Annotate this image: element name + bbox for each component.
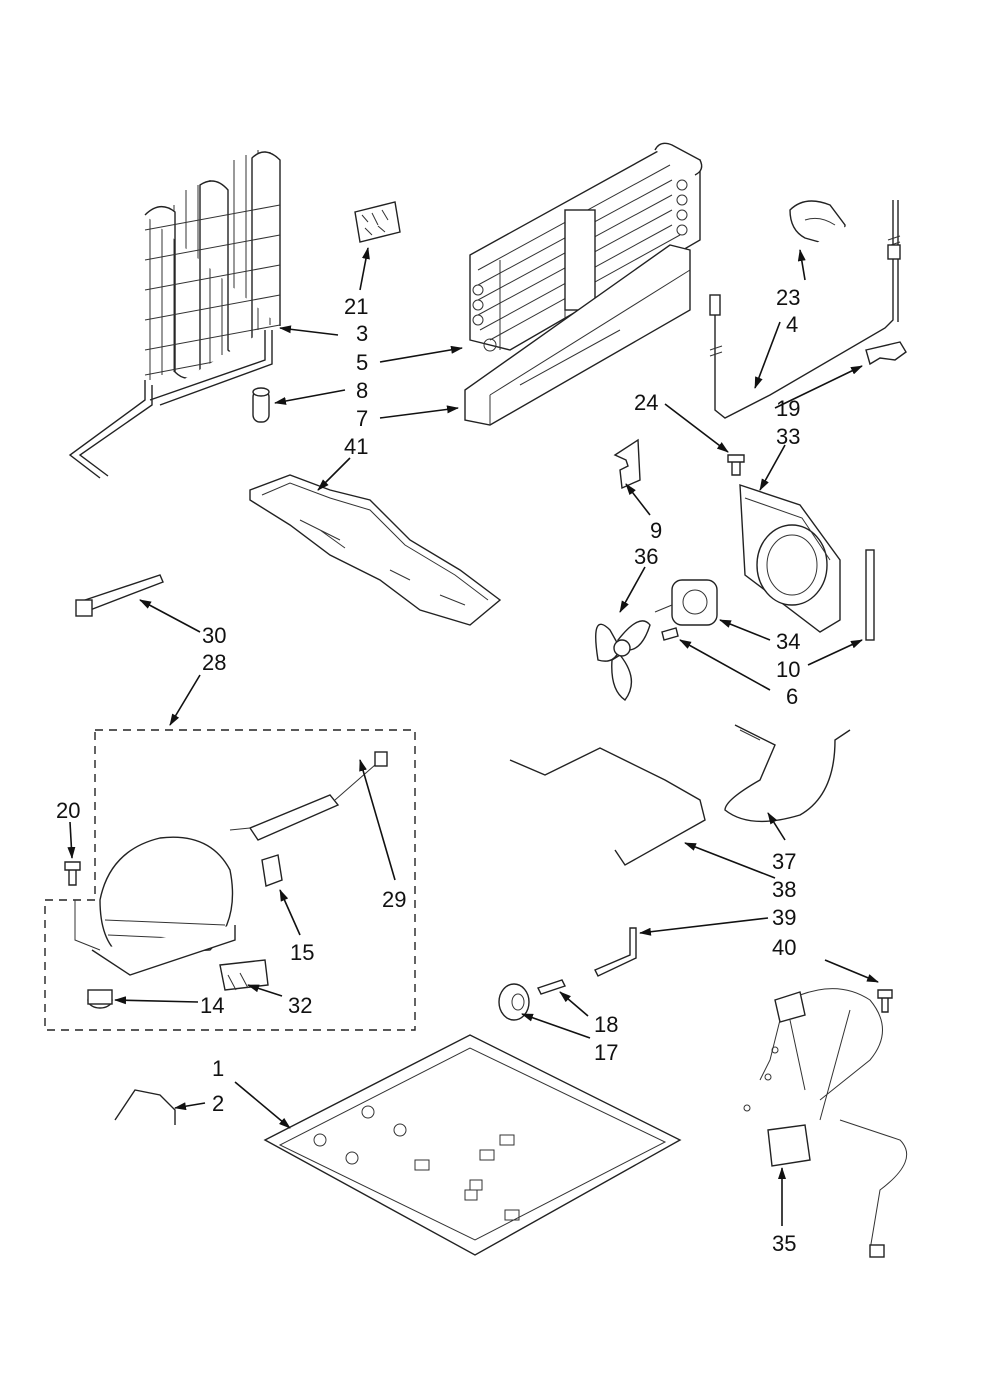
bracket [865,341,907,366]
thermostat [789,200,846,246]
connector-tube [594,927,637,977]
label-1: 1 [212,1056,224,1081]
label-28: 28 [202,650,226,675]
label-35: 35 [772,1231,796,1256]
label-23: 23 [776,285,800,310]
relay [261,854,283,887]
label-20: 20 [56,798,80,823]
label-7: 7 [356,406,368,431]
harness-screw [877,989,893,1013]
label-18: 18 [594,1012,618,1037]
motor-screw [661,627,679,641]
label-24: 24 [634,390,658,415]
label-37: 37 [772,849,796,874]
leader-lines [67,247,879,1226]
label-38: 38 [772,877,796,902]
label-3: 3 [356,321,368,346]
label-4: 4 [786,312,798,337]
fan-blade [595,620,651,701]
label-15: 15 [290,940,314,965]
label-33: 33 [776,424,800,449]
grommet [87,989,113,1009]
label-5: 5 [356,350,368,375]
part-labels: 21 3 5 8 7 41 23 4 19 24 33 9 36 34 10 6… [56,285,800,1256]
label-21: 21 [344,294,368,319]
compressor [74,836,236,976]
fan-motor [654,579,718,626]
clip [613,438,641,490]
drain-pan [249,474,502,626]
label-39: 39 [772,905,796,930]
screw [727,454,745,476]
cable-tie [75,574,164,617]
compressor-screw [64,861,81,886]
wire-clip [114,1089,176,1125]
overload [219,959,269,991]
label-6: 6 [786,684,798,709]
evaporator-cover [464,244,691,426]
gasket-strip [865,549,875,641]
label-30: 30 [202,623,226,648]
label-14: 14 [200,993,224,1018]
label-34: 34 [776,629,800,654]
label-9: 9 [650,518,662,543]
condenser-coil [68,150,281,479]
drier [252,387,270,423]
label-8: 8 [356,378,368,403]
fan-shroud [739,484,841,633]
wire-harness [743,988,908,1258]
filter-pad [354,201,401,243]
axle-bolt [537,979,566,995]
discharge-tube [509,747,706,866]
label-40: 40 [772,935,796,960]
kit-boundary [44,729,416,1031]
label-32: 32 [288,993,312,1018]
label-41: 41 [344,434,368,459]
label-17: 17 [594,1040,618,1065]
label-29: 29 [382,887,406,912]
label-36: 36 [634,544,658,569]
label-2: 2 [212,1091,224,1116]
capillary-tube [709,200,901,419]
evaporator [469,142,703,352]
suction-tube [724,724,851,823]
filter-drier [229,751,388,841]
wheel [498,983,530,1021]
base-plate [263,1034,682,1256]
label-19: 19 [776,396,800,421]
label-10: 10 [776,657,800,682]
